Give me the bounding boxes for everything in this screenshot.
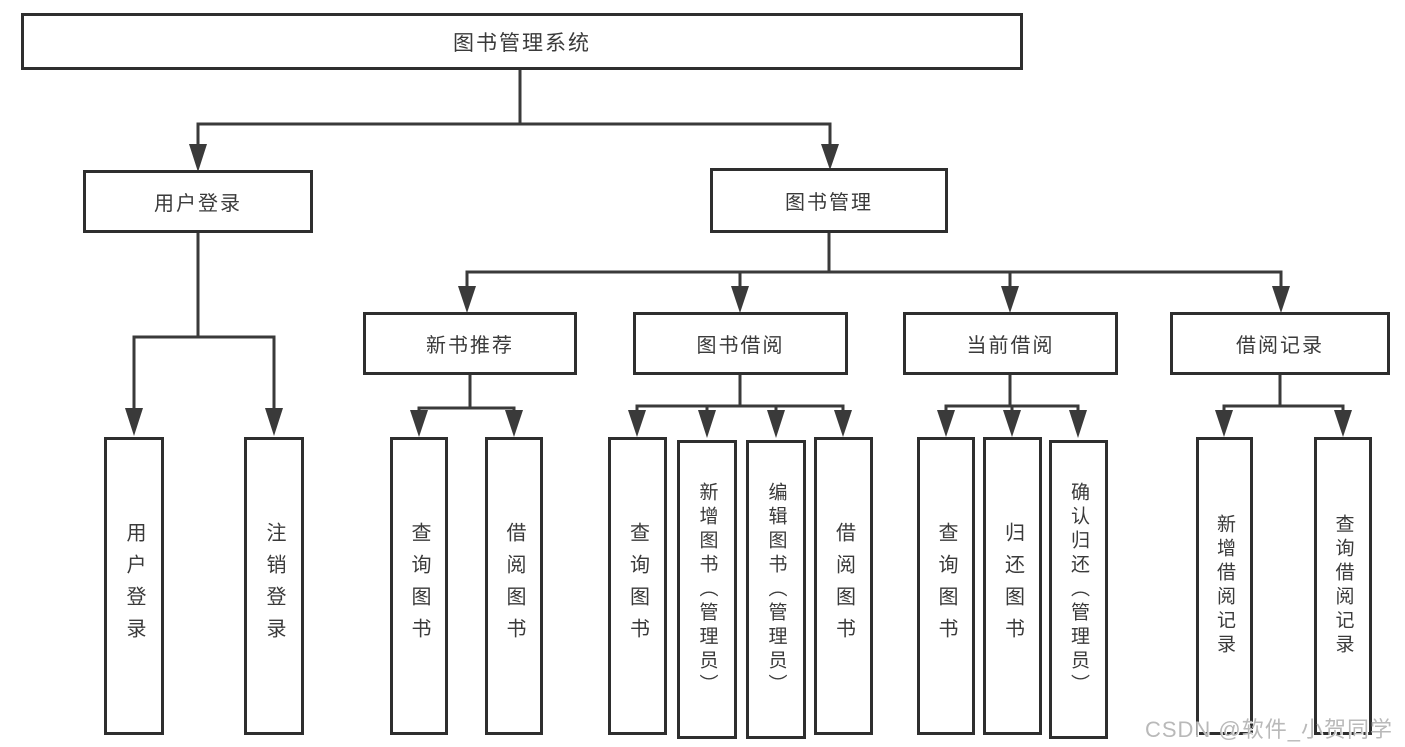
node-label-borrowing-records: 借阅记录 <box>1236 335 1324 357</box>
diagram-leaf-nbr-borrow-books: 借阅图书 <box>485 437 543 735</box>
leaf-label-bb-borrow-books: 借阅图书 <box>832 522 855 650</box>
diagram-node-book-borrowing: 图书借阅 <box>633 312 848 375</box>
diagram-leaf-bb-edit-books-admin: 编辑图书（管理员） <box>746 440 806 739</box>
diagram-leaf-bb-query-books: 查询图书 <box>608 437 667 735</box>
diagram-node-root: 图书管理系统 <box>21 13 1023 70</box>
diagram-leaf-bb-borrow-books: 借阅图书 <box>814 437 873 735</box>
diagram-leaf-user-login: 用户登录 <box>104 437 164 735</box>
diagram-leaf-br-add-record: 新增借阅记录 <box>1196 437 1253 735</box>
diagram-node-new-book-recommend: 新书推荐 <box>363 312 577 375</box>
leaf-label-nbr-query-books: 查询图书 <box>408 522 430 650</box>
diagram-leaf-nbr-query-books: 查询图书 <box>390 437 448 735</box>
diagram-node-borrowing-records: 借阅记录 <box>1170 312 1390 375</box>
node-label-book-borrowing: 图书借阅 <box>696 335 785 357</box>
leaf-label-cb-query-books: 查询图书 <box>935 522 957 650</box>
leaf-label-user-login: 用户登录 <box>123 522 145 650</box>
leaf-label-br-query-record: 查询借阅记录 <box>1332 514 1354 658</box>
leaf-label-bb-query-books: 查询图书 <box>626 522 649 650</box>
diagram-node-book-management: 图书管理 <box>710 168 948 233</box>
diagram-leaf-bb-add-books-admin: 新增图书（管理员） <box>677 440 737 739</box>
node-label-book-management: 图书管理 <box>785 192 873 214</box>
node-label-current-borrowing: 当前借阅 <box>966 335 1055 357</box>
node-label-user-login-group: 用户登录 <box>154 193 242 215</box>
leaf-label-br-add-record: 新增借阅记录 <box>1214 514 1235 658</box>
leaf-label-bb-add-books-admin: 新增图书（管理员） <box>696 481 718 698</box>
diagram-node-user-login-group: 用户登录 <box>83 170 313 233</box>
diagram-leaf-cb-return-books: 归还图书 <box>983 437 1042 735</box>
diagram-node-current-borrowing: 当前借阅 <box>903 312 1118 375</box>
leaf-label-cb-return-books: 归还图书 <box>1001 522 1024 650</box>
diagram-leaf-br-query-record: 查询借阅记录 <box>1314 437 1372 735</box>
node-label-new-book-recommend: 新书推荐 <box>426 335 514 357</box>
leaf-label-logout: 注销登录 <box>263 522 285 650</box>
diagram-leaf-cb-confirm-return-admin: 确认归还（管理员） <box>1049 440 1108 739</box>
diagram-leaf-logout: 注销登录 <box>244 437 304 735</box>
leaf-label-nbr-borrow-books: 借阅图书 <box>503 522 525 650</box>
leaf-label-cb-confirm-return-admin: 确认归还（管理员） <box>1068 481 1089 698</box>
leaf-label-bb-edit-books-admin: 编辑图书（管理员） <box>765 481 787 698</box>
node-label-root: 图书管理系统 <box>453 31 591 55</box>
diagram-leaf-cb-query-books: 查询图书 <box>917 437 975 735</box>
csdn-watermark: CSDN @软件_小贺同学 <box>1144 717 1393 742</box>
